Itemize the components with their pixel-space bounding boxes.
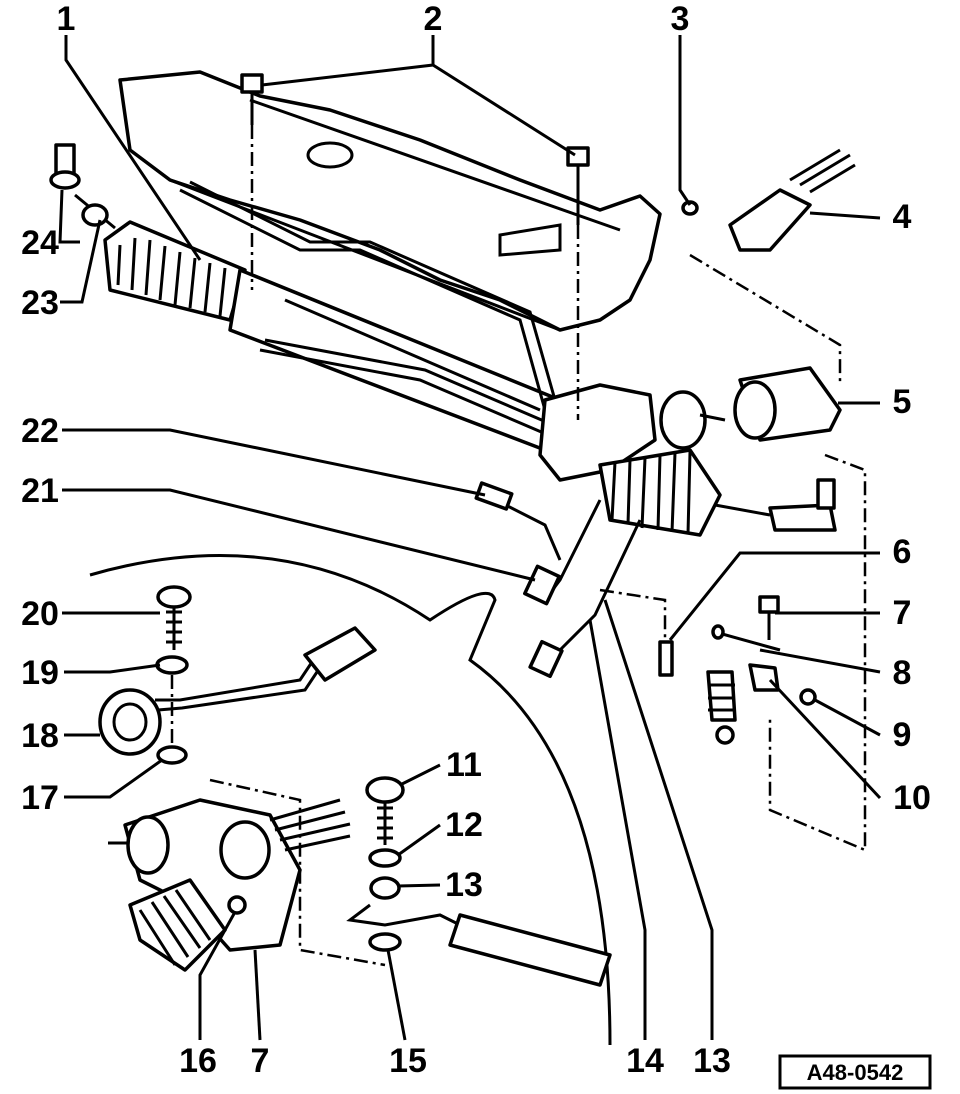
callout-19: 19	[21, 654, 59, 692]
mount-hardware-group	[599, 453, 867, 852]
callout-4: 4	[893, 198, 912, 236]
callout-21: 21	[21, 472, 59, 510]
callout-24: 24	[21, 224, 59, 262]
callout-12: 12	[445, 806, 483, 844]
callout-18: 18	[21, 717, 59, 755]
sensor-assembly	[681, 148, 856, 385]
callout-3: 3	[671, 0, 690, 38]
callout-6: 6	[893, 533, 912, 571]
callout-10: 10	[893, 779, 931, 817]
callout-22: 22	[21, 412, 59, 450]
leader-lines	[58, 35, 882, 1041]
callout-labels: 1 2 3 4 5 6 7 8 9 10 11 12 13 14 13 15 7…	[21, 0, 931, 1080]
callout-7-upper: 7	[893, 594, 912, 632]
callout-17: 17	[21, 779, 59, 817]
callout-20: 20	[21, 595, 59, 633]
callout-7-lower: 7	[251, 1042, 270, 1080]
callout-13-detail: 13	[445, 866, 483, 904]
callout-5: 5	[893, 383, 912, 421]
callout-2: 2	[424, 0, 443, 38]
steering-rack	[49, 73, 837, 679]
callout-14: 14	[626, 1042, 664, 1080]
reference-code: A48-0542	[807, 1060, 904, 1085]
callout-15: 15	[389, 1042, 427, 1080]
callout-8: 8	[893, 654, 912, 692]
callout-9: 9	[893, 716, 912, 754]
callout-13-main: 13	[693, 1042, 731, 1080]
callout-1: 1	[57, 0, 76, 38]
callout-11: 11	[446, 746, 482, 784]
callout-23: 23	[21, 284, 59, 322]
reference-code-box: A48-0542	[778, 1054, 932, 1090]
detail-view	[89, 553, 612, 1046]
callout-16: 16	[179, 1042, 217, 1080]
dust-cap	[733, 366, 842, 442]
